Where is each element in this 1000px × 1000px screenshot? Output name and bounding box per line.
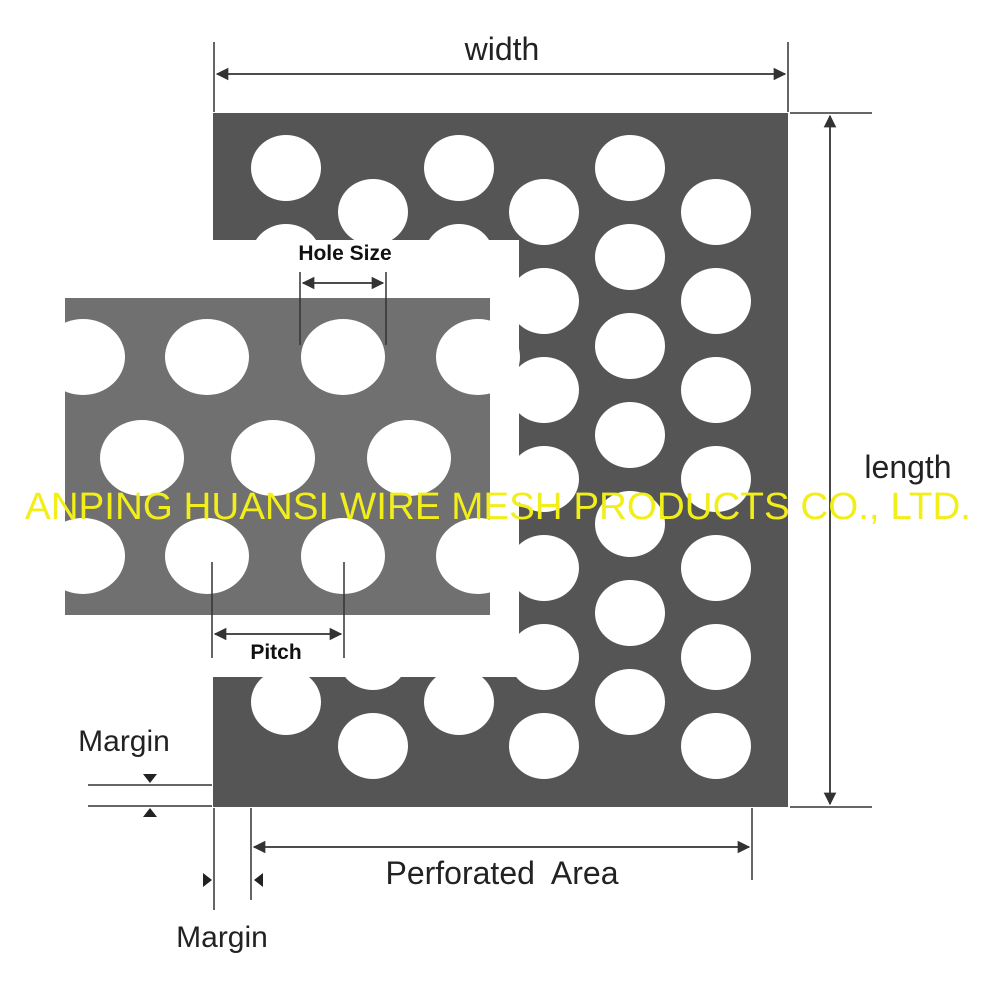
sheet-hole [424, 669, 494, 735]
zoomed-inset [41, 298, 520, 615]
length-label: length [864, 449, 951, 485]
length-dimension: length [790, 112, 952, 808]
sheet-hole [681, 535, 751, 601]
sheet-hole [338, 179, 408, 245]
inset-hole [301, 319, 385, 395]
sheet-hole [509, 446, 579, 512]
margin-top-label: Margin [78, 725, 170, 758]
sheet-hole [509, 713, 579, 779]
sheet-hole [595, 402, 665, 468]
sheet-hole [595, 135, 665, 201]
hole-size-label: Hole Size [298, 242, 391, 265]
sheet-hole [595, 580, 665, 646]
sheet-hole [681, 268, 751, 334]
margin-vertical-dimension: Margin [78, 725, 212, 817]
pitch-label: Pitch [250, 641, 301, 664]
margin-vertical-arrow-top [143, 774, 157, 783]
inset-hole [301, 518, 385, 594]
margin-vertical-arrow-bottom [143, 808, 157, 817]
sheet-hole [251, 135, 321, 201]
sheet-hole [509, 268, 579, 334]
sheet-hole [595, 313, 665, 379]
width-label: width [464, 31, 540, 67]
sheet-hole [595, 491, 665, 557]
inset-hole [367, 420, 451, 496]
inset-hole [231, 420, 315, 496]
inset-hole [100, 420, 184, 496]
sheet-hole [595, 224, 665, 290]
perforated-area-label: Perforated Area [385, 855, 618, 891]
margin-bottom-label: Margin [176, 921, 268, 954]
margin-horizontal-arrow-left [203, 873, 212, 887]
margin-horizontal-arrow-right [254, 873, 263, 887]
sheet-hole [681, 179, 751, 245]
inset-hole [41, 319, 125, 395]
sheet-hole [424, 135, 494, 201]
width-dimension: width [213, 31, 789, 112]
sheet-hole [509, 535, 579, 601]
sheet-hole [681, 713, 751, 779]
sheet-hole [595, 669, 665, 735]
sheet-hole [509, 357, 579, 423]
company-watermark: ANPING HUANSI WIRE MESH PRODUCTS CO., LT… [25, 486, 971, 528]
inset-hole [41, 518, 125, 594]
pitch-dimension: Pitch [211, 562, 345, 664]
sheet-hole [509, 179, 579, 245]
inset-hole [436, 518, 520, 594]
hole-size-dimension: Hole Size [298, 242, 392, 345]
sheet-hole [681, 357, 751, 423]
inset-hole [165, 518, 249, 594]
sheet-hole [681, 624, 751, 690]
inset-hole [436, 319, 520, 395]
sheet-hole [681, 446, 751, 512]
sheet-hole [509, 624, 579, 690]
inset-holes [41, 319, 520, 594]
perforated-area-dimension: Perforated Area [250, 808, 753, 900]
sheet-hole [338, 713, 408, 779]
sheet-hole [251, 669, 321, 735]
margin-horizontal-dimension: Margin [176, 808, 268, 954]
inset-hole [165, 319, 249, 395]
